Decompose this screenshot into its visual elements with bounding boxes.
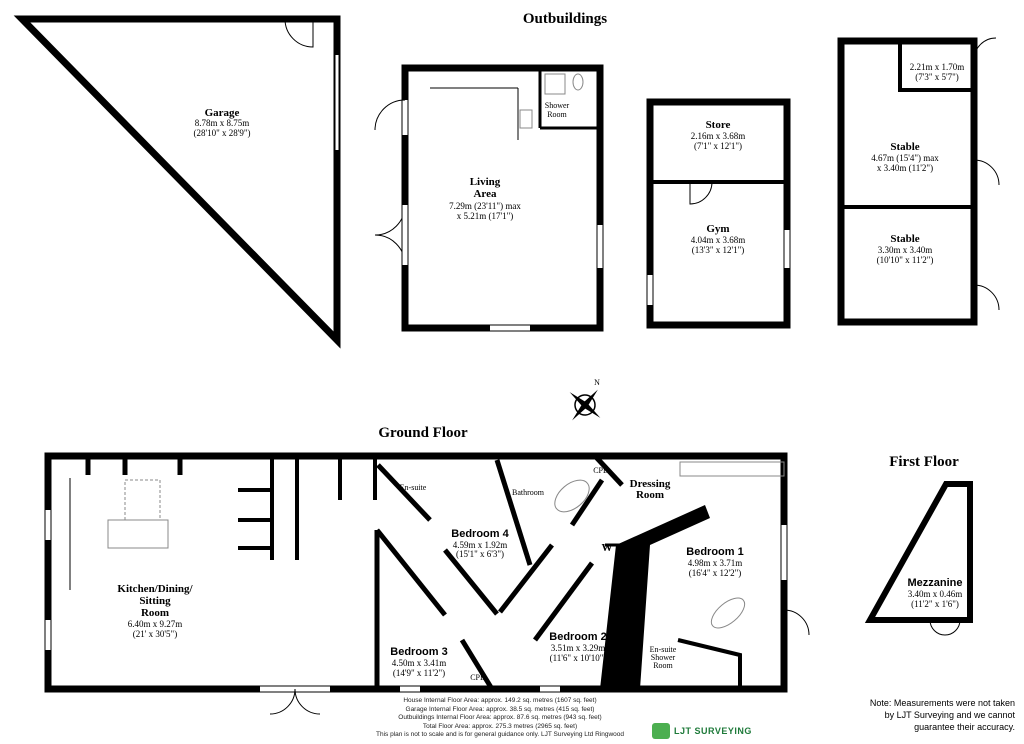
mezzanine: Mezzanine 3.40m x 0.46m (11'2" x 1'6") bbox=[864, 481, 973, 636]
shower-room-label: Shower bbox=[545, 101, 570, 110]
garage-label: Garage bbox=[205, 107, 240, 119]
stable-1-metric: 4.67m (15'4") max bbox=[871, 153, 939, 163]
bedroom-1-label: Bedroom 1 bbox=[686, 546, 743, 558]
stables: 2.21m x 1.70m (7'3" x 5'7") Stable 4.67m… bbox=[837, 37, 1000, 326]
bedroom-2-label: Bedroom 2 bbox=[549, 631, 606, 643]
floor-area-summary: House Internal Floor Area: approx. 149.2… bbox=[360, 697, 640, 740]
stable-1-imperial: x 3.40m (11'2") bbox=[877, 163, 933, 173]
dressing-room-label-2: Room bbox=[636, 489, 664, 501]
ground-floor-heading: Ground Floor bbox=[378, 425, 468, 441]
outbuildings-heading: Outbuildings bbox=[523, 11, 607, 27]
outbuildings-area-text: Outbuildings Internal Floor Area: approx… bbox=[398, 714, 602, 722]
bedroom-4-label: Bedroom 4 bbox=[451, 528, 509, 540]
living-imperial: x 5.21m (17'1") bbox=[457, 211, 514, 221]
bedroom-2-metric: 3.51m x 3.29m bbox=[551, 643, 606, 653]
cpd-label-2: CPD bbox=[470, 673, 486, 682]
kitchen-metric: 6.40m x 9.27m bbox=[128, 619, 183, 629]
mezzanine-metric: 3.40m x 0.46m bbox=[908, 589, 963, 599]
bedroom-3-label: Bedroom 3 bbox=[390, 646, 447, 658]
ljt-surveying-logo: LJT SURVEYING bbox=[652, 723, 752, 739]
total-area-text: Total Floor Area: approx. 275.3 metres (… bbox=[422, 722, 578, 730]
bedroom-3-metric: 4.50m x 3.41m bbox=[392, 658, 447, 668]
store-metric: 2.16m x 3.68m bbox=[691, 131, 746, 141]
mezzanine-label: Mezzanine bbox=[907, 577, 962, 589]
living-area: Shower Room Living Area 7.29m (23'11") m… bbox=[374, 64, 604, 332]
note-line: by LJT Surveying and we cannot bbox=[884, 710, 1015, 720]
bathroom-label: Bathroom bbox=[512, 488, 545, 497]
first-floor-heading: First Floor bbox=[889, 454, 959, 470]
kitchen-imperial: (21' x 30'5") bbox=[133, 629, 177, 639]
stable-1-label: Stable bbox=[890, 141, 919, 153]
note-line: Note: Measurements were not taken bbox=[869, 698, 1015, 708]
measurement-note: Note: Measurements were not taken by LJT… bbox=[815, 697, 1015, 733]
gym-imperial: (13'3" x 12'1") bbox=[692, 245, 745, 255]
store-label: Store bbox=[706, 119, 731, 131]
bedroom-1-metric: 4.98m x 3.71m bbox=[688, 558, 743, 568]
compass-north-label: N bbox=[594, 378, 600, 387]
house-area-text: House Internal Floor Area: approx. 149.2… bbox=[403, 697, 597, 704]
garage-walls bbox=[13, 15, 341, 349]
living-area-label-2: Area bbox=[473, 188, 497, 200]
gym-metric: 4.04m x 3.68m bbox=[691, 235, 746, 245]
garage: Garage 8.78m x 8.75m (28'10" x 28'9") bbox=[13, 15, 341, 349]
bedroom-3-imperial: (14'9" x 11'2") bbox=[393, 668, 445, 678]
mezzanine-imperial: (11'2" x 1'6") bbox=[911, 599, 959, 609]
disclaimer-text: This plan is not to scale and is for gen… bbox=[376, 731, 624, 739]
dressing-room-label: Dressing bbox=[630, 478, 671, 490]
garage-metric: 8.78m x 8.75m bbox=[195, 118, 250, 128]
compass-icon bbox=[569, 389, 601, 421]
store-imperial: (7'1" x 12'1") bbox=[694, 141, 742, 151]
logo-mark-icon bbox=[652, 723, 670, 739]
kitchen-label: Kitchen/Dining/ bbox=[117, 583, 193, 595]
living-area-label: Living bbox=[470, 176, 501, 188]
cpd-label-1: CPD bbox=[593, 466, 609, 475]
stable-small-imperial: (7'3" x 5'7") bbox=[915, 72, 959, 82]
garage-imperial: (28'10" x 28'9") bbox=[193, 128, 250, 138]
stable-2-metric: 3.30m x 3.40m bbox=[878, 245, 933, 255]
ensuite-shower-label-3: Room bbox=[653, 661, 673, 670]
chimney-wall bbox=[600, 505, 710, 689]
ensuite-label: En-suite bbox=[400, 483, 427, 492]
bedroom-2-imperial: (11'6" x 10'10") bbox=[550, 653, 607, 663]
garage-door bbox=[284, 18, 314, 48]
stable-2-imperial: (10'10" x 11'2") bbox=[877, 255, 934, 265]
garage-area-text: Garage Internal Floor Area: approx. 38.5… bbox=[405, 705, 595, 713]
ground-floor: Kitchen/Dining/ Sitting Room 6.40m x 9.2… bbox=[44, 452, 810, 715]
stable-small-metric: 2.21m x 1.70m bbox=[910, 62, 965, 72]
living-metric: 7.29m (23'11") max bbox=[449, 201, 521, 211]
ensuite-shower-label-2: Shower bbox=[651, 653, 676, 662]
bedroom-4-metric: 4.59m x 1.92m bbox=[453, 540, 508, 550]
stable-2-label: Stable bbox=[890, 233, 919, 245]
wardrobe-label: W bbox=[602, 542, 613, 554]
note-line: guarantee their accuracy. bbox=[914, 722, 1015, 732]
bedroom-4-imperial: (15'1" x 6'3") bbox=[456, 549, 504, 559]
kitchen-label-2: Sitting bbox=[139, 595, 171, 607]
shower-room-label-2: Room bbox=[547, 110, 567, 119]
logo-text: LJT SURVEYING bbox=[674, 726, 752, 736]
store-gym: Store 2.16m x 3.68m (7'1" x 12'1") Gym 4… bbox=[646, 98, 791, 329]
ensuite-shower-label: En-suite bbox=[650, 645, 677, 654]
kitchen-label-3: Room bbox=[141, 607, 169, 619]
gym-label: Gym bbox=[706, 223, 729, 235]
bedroom-1-imperial: (16'4" x 12'2") bbox=[689, 568, 742, 578]
